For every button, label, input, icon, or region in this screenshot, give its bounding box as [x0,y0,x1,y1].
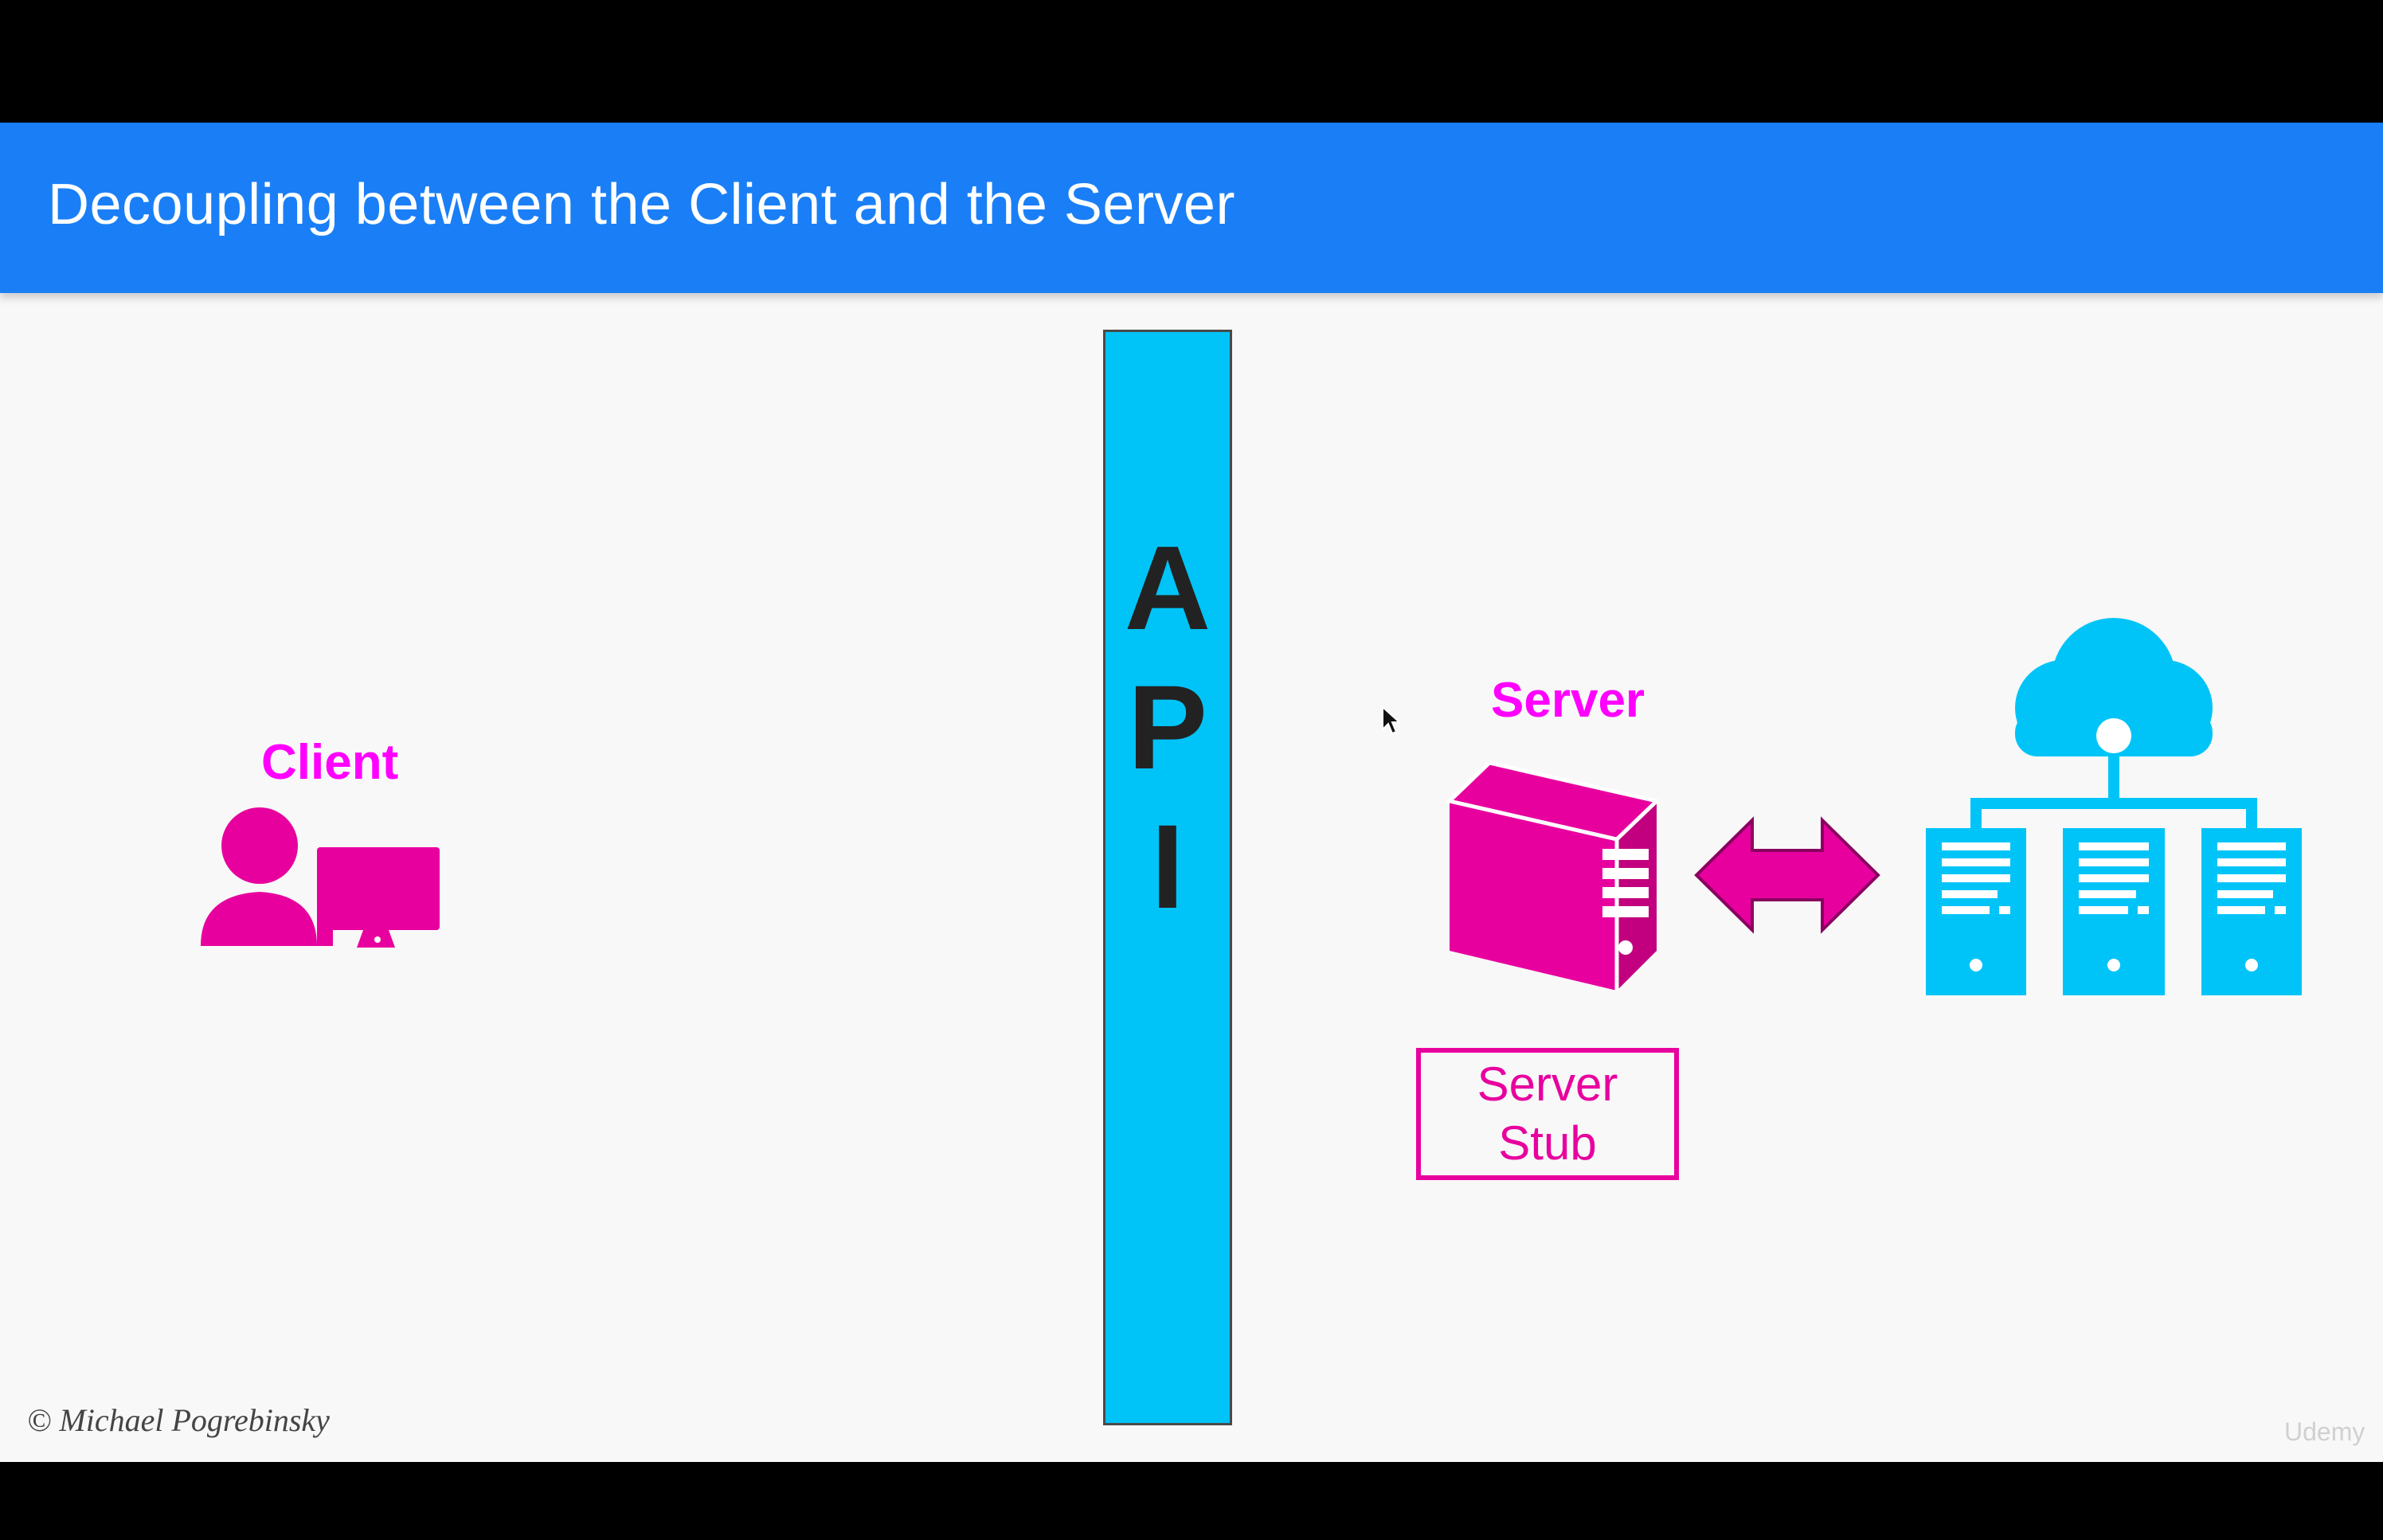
api-bar: A P I [1103,330,1232,1425]
copyright-credit: © Michael Pogrebinsky [27,1402,330,1438]
server-tower-icon [1445,760,1661,991]
mouse-cursor-icon [1382,705,1402,735]
server-stub-box: Server Stub [1416,1048,1679,1180]
server-stub-label: Server Stub [1477,1055,1618,1173]
udemy-watermark: Udemy [2284,1417,2365,1446]
double-arrow-icon [1694,816,1880,934]
cloud-network-icon [1926,618,2302,995]
server-stub-line-1: Server [1477,1057,1618,1111]
api-letter-p: P [1127,660,1208,794]
client-label: Client [261,735,399,790]
server-stub-line-2: Stub [1498,1116,1597,1170]
title-bar: Decoupling between the Client and the Se… [0,123,2383,293]
slide-title: Decoupling between the Client and the Se… [48,173,1235,236]
api-letter-a: A [1124,521,1211,655]
slide: Decoupling between the Client and the Se… [0,123,2383,1462]
server-label: Server [1491,673,1645,728]
api-letter-i: I [1151,799,1184,933]
user-computer-icon [201,807,440,948]
